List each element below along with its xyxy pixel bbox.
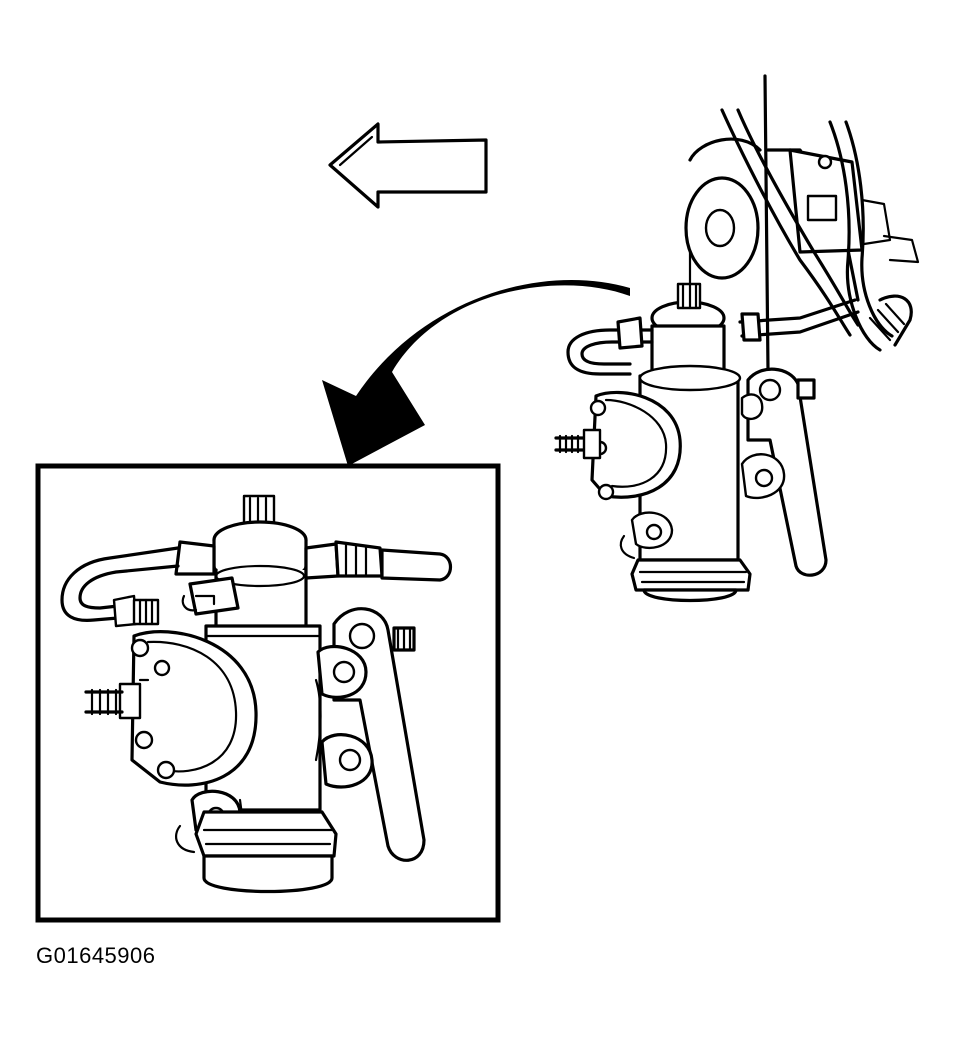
vehicle-mounted-steering-gear bbox=[554, 74, 920, 603]
figure-id-label: G01645906 bbox=[36, 943, 156, 968]
detail-frame bbox=[35, 463, 501, 923]
curved-arrow-icon bbox=[322, 280, 630, 466]
left-outline-arrow-icon bbox=[328, 122, 488, 209]
steering-gear-detail bbox=[60, 494, 453, 894]
